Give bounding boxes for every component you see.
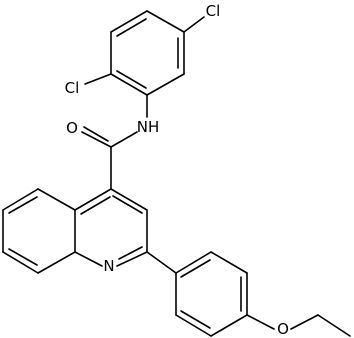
bond — [110, 188, 148, 211]
bond-ring-o-ether — [246, 314, 275, 330]
bond-carbonyl-o-double — [83, 126, 109, 142]
bond — [180, 259, 211, 278]
bond — [80, 196, 111, 215]
atom-oxygen-ether: O — [277, 320, 289, 338]
bond — [8, 196, 38, 214]
quinoline-benzo-ring — [2, 188, 76, 274]
atom-oxygen-carbonyl: O — [66, 119, 78, 137]
atom-cl-left: Cl — [65, 79, 80, 97]
ethoxyphenyl-ring — [175, 251, 248, 337]
bond — [8, 248, 38, 266]
bond — [2, 251, 39, 274]
quinoline-pyridine-ring — [74, 188, 148, 267]
bond — [74, 251, 103, 267]
bond — [175, 251, 212, 274]
bond — [210, 314, 248, 337]
bond — [116, 70, 147, 89]
bond-carbonyl-o — [81, 131, 112, 148]
atom-nitrogen-ring: N — [103, 257, 114, 275]
bond — [210, 251, 248, 274]
dichlorophenyl-ring — [110, 10, 185, 96]
bond — [180, 310, 211, 329]
bond-c-cl-left — [84, 73, 112, 85]
bond — [37, 251, 76, 274]
bond — [146, 73, 185, 96]
bond — [112, 195, 143, 214]
bond — [74, 188, 112, 211]
bond-quinoline-phenyl — [146, 251, 177, 274]
bond — [37, 188, 76, 211]
bond — [116, 18, 147, 37]
bond-nh-carbonyl — [110, 131, 138, 148]
bond-c-cl-top — [183, 16, 205, 33]
atom-cl-top: Cl — [206, 2, 221, 20]
bond — [175, 314, 212, 337]
bond — [116, 251, 148, 267]
bond — [2, 188, 39, 211]
bond-o-ch2 — [290, 314, 319, 330]
atom-nitrogen-amide: NH — [137, 118, 160, 136]
bond — [146, 10, 185, 33]
bond — [110, 10, 148, 33]
bond — [110, 73, 148, 96]
bond-ch2-ch3 — [317, 314, 351, 337]
bond — [118, 246, 143, 260]
